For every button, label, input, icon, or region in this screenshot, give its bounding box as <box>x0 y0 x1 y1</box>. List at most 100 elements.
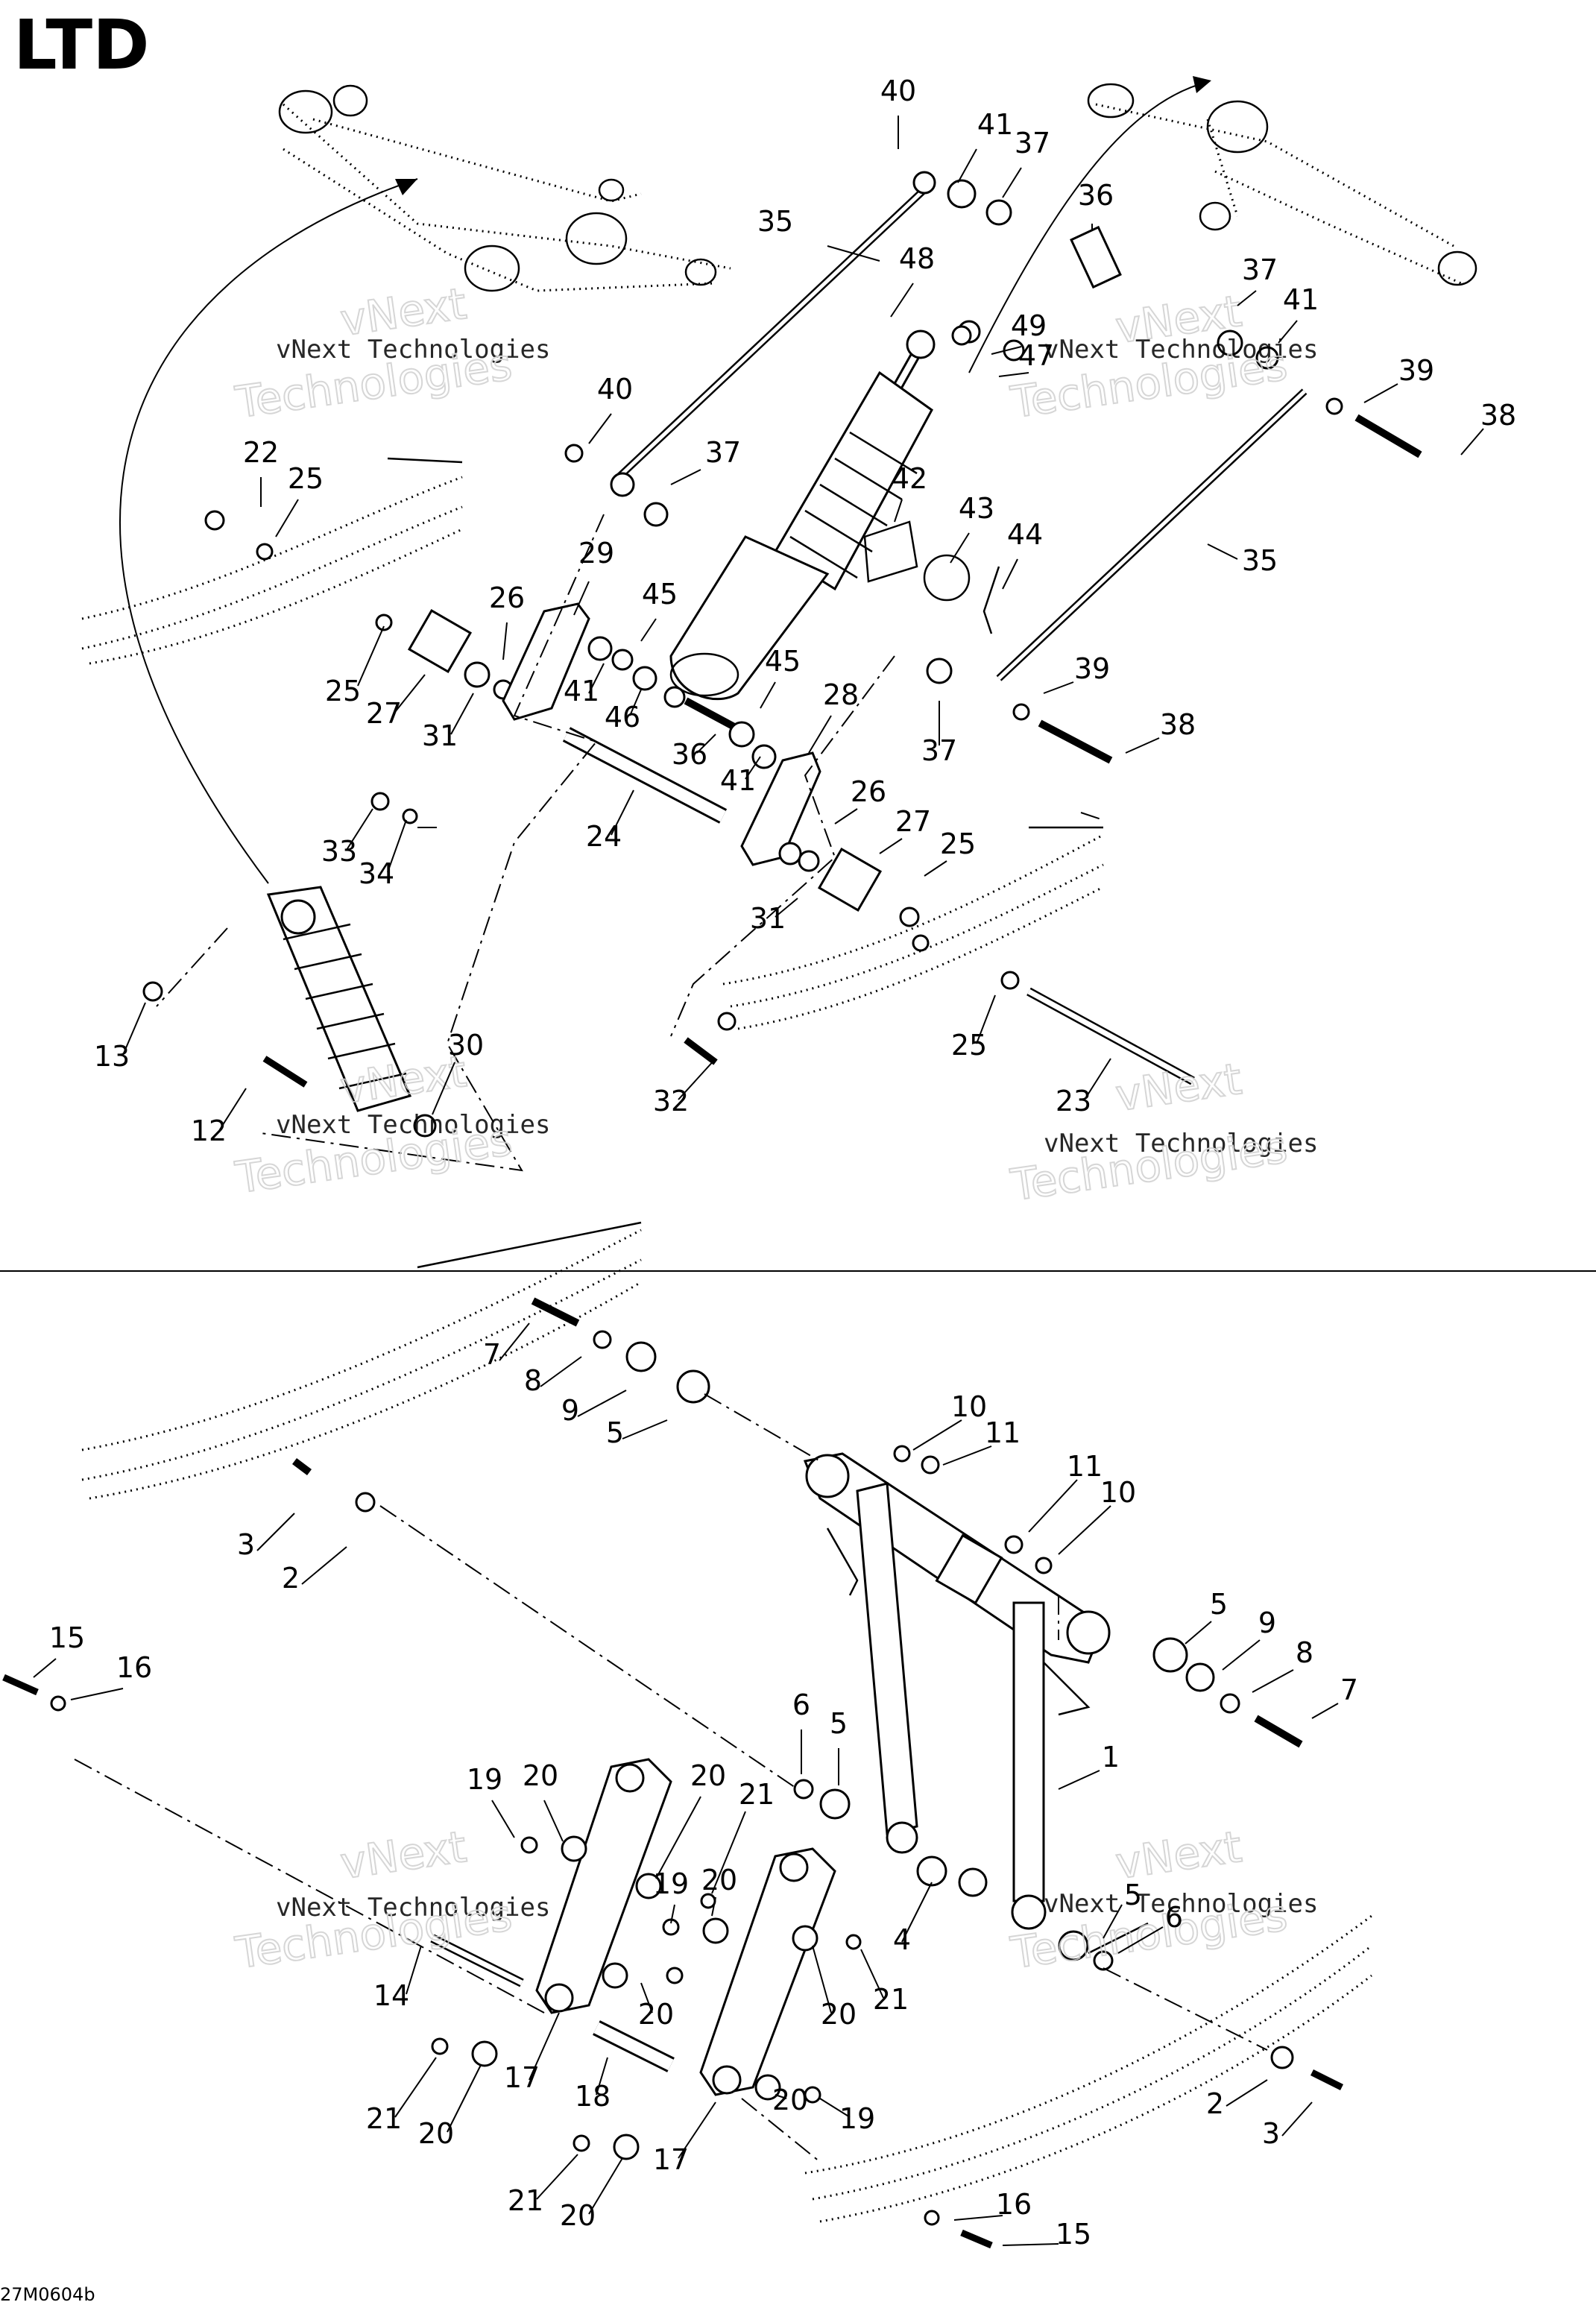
callout-21: 21 <box>508 2184 543 2217</box>
watermark-text: vNext Technologies <box>1044 1889 1318 1919</box>
callout-leader-line <box>301 1546 347 1585</box>
callout-leader-line <box>611 789 634 836</box>
callout-leader-line <box>640 618 657 642</box>
callout-leader-line <box>745 756 761 780</box>
callout-27: 27 <box>895 805 931 838</box>
callout-6: 6 <box>792 1688 810 1721</box>
callout-leader-line <box>1185 1621 1212 1645</box>
callout-26: 26 <box>851 775 886 808</box>
arrow-curve-left <box>119 178 418 884</box>
callout-leader-line <box>1226 2079 1268 2107</box>
callout-48: 48 <box>899 242 935 275</box>
callout-leader-line <box>711 1896 716 1917</box>
callout-leader-line <box>1028 1479 1078 1533</box>
callout-leader-line <box>387 819 407 873</box>
callout-leader-line <box>924 860 947 877</box>
callout-leader-line <box>1103 1904 1123 1939</box>
callout-13: 13 <box>94 1040 130 1073</box>
callout-leader-line <box>834 808 858 824</box>
callout-leader-line <box>678 1058 716 1100</box>
callout-41: 41 <box>564 675 599 707</box>
callout-leader-line <box>502 622 508 660</box>
callout-leader-line <box>1002 2243 1059 2246</box>
svg-text:vNext: vNext <box>337 1821 469 1889</box>
callout-16: 16 <box>116 1651 152 1684</box>
rail-upper-left <box>81 457 463 665</box>
watermark-text: vNext Technologies <box>276 335 550 365</box>
callout-leader-line <box>1363 383 1398 403</box>
callout-leader-line <box>346 808 373 851</box>
watermark-text: vNext Technologies <box>1044 335 1318 365</box>
callout-41: 41 <box>720 764 756 797</box>
callout-31: 31 <box>422 719 458 752</box>
callout-30: 30 <box>448 1029 484 1062</box>
callout-leader-line <box>33 1658 57 1678</box>
callout-leader-line <box>1002 167 1022 198</box>
callout-38: 38 <box>1480 399 1516 432</box>
callout-leader-line <box>1117 1926 1164 1954</box>
callout-leader-line <box>629 689 642 716</box>
callout-leader-line <box>678 2101 716 2159</box>
callout-leader-line <box>491 1800 515 1838</box>
callout-16: 16 <box>996 2188 1032 2221</box>
callout-41: 41 <box>1283 283 1319 316</box>
callout-5: 5 <box>1210 1588 1228 1621</box>
callout-leader-line <box>655 1796 701 1879</box>
callout-leader-line <box>1084 1058 1111 1100</box>
callout-2: 2 <box>282 1562 300 1595</box>
callout-20: 20 <box>523 1759 558 1792</box>
callout-9: 9 <box>561 1394 579 1427</box>
diagram-title: LTD <box>13 5 150 85</box>
callout-39: 39 <box>1398 354 1434 387</box>
callout-25: 25 <box>940 827 976 860</box>
callout-leader-line <box>406 1945 422 1995</box>
callout-37: 37 <box>921 734 957 767</box>
center-shock <box>669 329 936 701</box>
callout-20: 20 <box>638 1998 674 2031</box>
callout-leader-line <box>1278 320 1298 344</box>
callout-leader-line <box>588 2157 623 2215</box>
rear-arm-sketch-right <box>1087 83 1477 286</box>
arrow-curve-right <box>968 81 1208 373</box>
callout-leader-line <box>953 2215 1003 2221</box>
callout-leader-line <box>1311 1703 1339 1719</box>
callout-12: 12 <box>191 1114 227 1147</box>
callout-leader-line <box>890 283 914 318</box>
callout-40: 40 <box>597 373 633 406</box>
callout-35: 35 <box>757 205 793 238</box>
link-plates <box>431 1758 862 2160</box>
callout-7: 7 <box>1340 1674 1358 1706</box>
callout-8: 8 <box>1296 1636 1313 1669</box>
front-arm-sketch-left <box>278 84 731 292</box>
callout-leader-line <box>901 1882 933 1943</box>
callout-leader-line <box>808 715 832 754</box>
left-shock <box>262 886 437 1138</box>
callout-37: 37 <box>1242 253 1278 286</box>
callout-15: 15 <box>49 1621 85 1654</box>
callout-25: 25 <box>951 1029 987 1062</box>
callout-20: 20 <box>772 2084 808 2116</box>
callout-8: 8 <box>524 1364 542 1397</box>
callout-35: 35 <box>1242 544 1278 577</box>
callout-leader-line <box>622 1419 668 1440</box>
callout-leader-line <box>394 2057 437 2118</box>
callout-leader-line <box>357 625 385 687</box>
callout-3: 3 <box>237 1528 255 1561</box>
callout-5: 5 <box>830 1707 848 1740</box>
callout-1: 1 <box>1102 1741 1120 1773</box>
callout-46: 46 <box>605 701 640 734</box>
callout-leader-line <box>1252 1669 1294 1693</box>
callout-21: 21 <box>739 1778 775 1811</box>
callout-23: 23 <box>1056 1085 1091 1117</box>
rail-upper-right <box>722 826 1104 1030</box>
callout-20: 20 <box>690 1759 726 1792</box>
callout-10: 10 <box>1100 1476 1136 1509</box>
callout-leader-line <box>1281 2101 1313 2137</box>
callout-17: 17 <box>504 2061 540 2094</box>
callout-leader-line <box>1460 428 1484 455</box>
callout-24: 24 <box>586 820 622 853</box>
callout-39: 39 <box>1074 652 1110 685</box>
bottom-assembly <box>2 1221 1372 2249</box>
callout-leader-line <box>860 1949 884 1999</box>
callout-leader-line <box>573 581 590 616</box>
